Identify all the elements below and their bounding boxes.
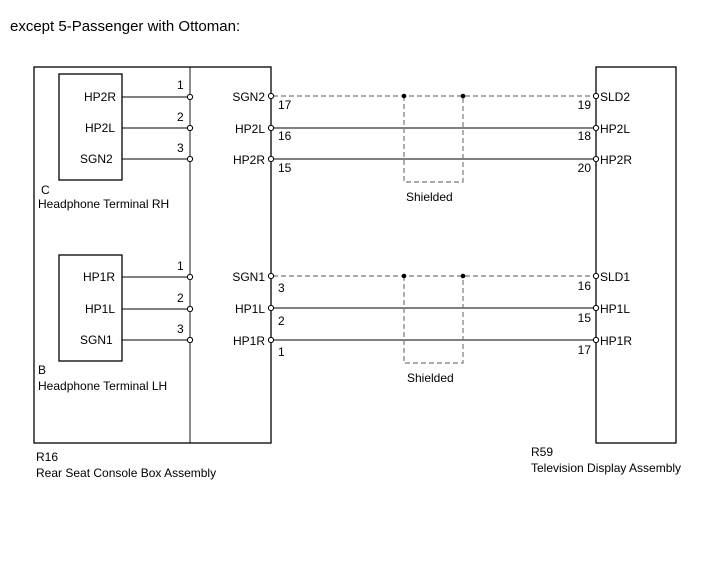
r16-terminal-sgn2 xyxy=(267,92,275,100)
shield-junction-bottom-right xyxy=(460,273,466,279)
r16-pin-17: 17 xyxy=(278,98,292,112)
connector-c: HP2R HP2L SGN2 1 2 3 C Headphone Termina… xyxy=(38,73,194,211)
connector-c-pin2-label: HP2L xyxy=(85,121,115,135)
shield-label-bottom: Shielded xyxy=(407,371,454,385)
connector-c-terminal-3 xyxy=(186,155,194,163)
r59-label-hp2r: HP2R xyxy=(600,153,632,167)
connector-c-name: Headphone Terminal RH xyxy=(38,197,169,211)
r59-terminal-hp1l xyxy=(592,304,600,312)
connector-b-pin1-label: HP1R xyxy=(83,270,115,284)
r59-terminal-hp2l xyxy=(592,124,600,132)
r16-pin-3: 3 xyxy=(278,281,285,295)
r16-terminal-sgn1 xyxy=(267,272,275,280)
connector-b-box xyxy=(58,254,123,362)
r59-terminal-sld1 xyxy=(592,272,600,280)
r16-pin-16: 16 xyxy=(278,129,292,143)
connector-b-pin2-num: 2 xyxy=(177,291,184,305)
r59-pin-18: 18 xyxy=(578,129,592,143)
r16-name: Rear Seat Console Box Assembly xyxy=(36,466,216,480)
r59-label-hp1l: HP1L xyxy=(600,302,630,316)
r16-label-hp1r: HP1R xyxy=(233,334,265,348)
connector-b-terminal-1 xyxy=(186,273,194,281)
r16-label-hp2l: HP2L xyxy=(235,122,265,136)
r16-label-sgn2: SGN2 xyxy=(232,90,265,104)
r16-code: R16 xyxy=(36,450,58,464)
r16-assembly-box xyxy=(33,66,272,444)
wire-group-top: Shielded SGN2 HP2L HP2R 17 16 15 19 18 2… xyxy=(232,90,632,204)
r59-code: R59 xyxy=(531,445,553,459)
r16-pin-2: 2 xyxy=(278,314,285,328)
diagram-title: except 5-Passenger with Ottoman: xyxy=(10,18,240,35)
connector-b: HP1R HP1L SGN1 1 2 3 B Headphone Termina… xyxy=(38,254,194,393)
connector-b-terminal-2 xyxy=(186,305,194,313)
connector-c-letter: C xyxy=(41,183,50,197)
wire-group-bottom: Shielded SGN1 HP1L HP1R 3 2 1 16 15 17 S… xyxy=(232,270,632,385)
r16-label-sgn1: SGN1 xyxy=(232,270,265,284)
r59-label-hp1r: HP1R xyxy=(600,334,632,348)
shield-junction-top-right xyxy=(460,93,466,99)
connector-b-pin2-label: HP1L xyxy=(85,302,115,316)
connector-b-letter: B xyxy=(38,363,46,377)
r59-pin-16: 16 xyxy=(578,279,592,293)
r59-pin-15: 15 xyxy=(578,311,592,325)
r59-terminal-hp2r xyxy=(592,155,600,163)
r59-name: Television Display Assembly xyxy=(531,461,681,475)
connector-c-pin2-num: 2 xyxy=(177,110,184,124)
r59-label-sld1: SLD1 xyxy=(600,270,630,284)
r59-terminal-hp1r xyxy=(592,336,600,344)
r59-label-hp2l: HP2L xyxy=(600,122,630,136)
r16-label-hp2r: HP2R xyxy=(233,153,265,167)
r59-pin-17: 17 xyxy=(578,343,592,357)
shield-junction-top-left xyxy=(401,93,407,99)
connector-b-pin3-label: SGN1 xyxy=(80,333,113,347)
connector-c-terminal-1 xyxy=(186,93,194,101)
connector-c-terminal-2 xyxy=(186,124,194,132)
r16-terminal-hp2r xyxy=(267,155,275,163)
connector-c-pin1-num: 1 xyxy=(177,78,184,92)
shield-junction-bottom-left xyxy=(401,273,407,279)
r59-pin-20: 20 xyxy=(578,161,592,175)
connector-b-terminal-3 xyxy=(186,336,194,344)
r16-terminal-hp2l xyxy=(267,124,275,132)
connector-c-pin3-num: 3 xyxy=(177,141,184,155)
connector-c-box xyxy=(58,73,123,181)
r59-label-sld2: SLD2 xyxy=(600,90,630,104)
r59-terminal-sld2 xyxy=(592,92,600,100)
r16-pin-1: 1 xyxy=(278,345,285,359)
connector-c-pin1-label: HP2R xyxy=(84,90,116,104)
r16-pin-15: 15 xyxy=(278,161,292,175)
shield-box-bottom xyxy=(403,276,464,364)
connector-c-pin3-label: SGN2 xyxy=(80,152,113,166)
connector-b-pin1-num: 1 xyxy=(177,259,184,273)
shield-label-top: Shielded xyxy=(406,190,453,204)
r16-terminal-hp1r xyxy=(267,336,275,344)
r59-assembly-box xyxy=(595,66,677,444)
r16-terminal-hp1l xyxy=(267,304,275,312)
connector-b-name: Headphone Terminal LH xyxy=(38,379,167,393)
r59-pin-19: 19 xyxy=(578,98,592,112)
connector-b-pin3-num: 3 xyxy=(177,322,184,336)
shield-box-top xyxy=(403,96,464,183)
r16-label-hp1l: HP1L xyxy=(235,302,265,316)
